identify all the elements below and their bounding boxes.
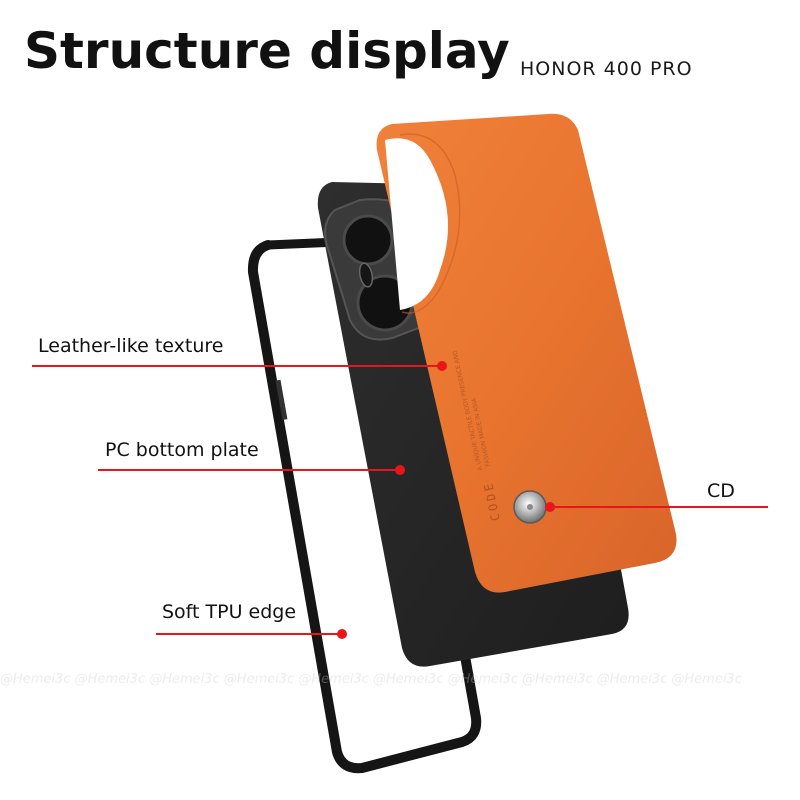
page-title: Structure display — [24, 22, 510, 80]
cd-callout-dot — [545, 502, 555, 512]
model-name: HONOR 400 PRO — [520, 58, 693, 80]
pc-callout-dot — [395, 465, 405, 475]
leather-callout-dot — [437, 361, 447, 371]
cd-label: CD — [707, 480, 735, 502]
leather-texture-label: Leather-like texture — [38, 335, 224, 357]
callout-lines — [32, 361, 768, 639]
tpu-callout-dot — [337, 629, 347, 639]
soft-tpu-edge-label: Soft TPU edge — [162, 601, 297, 623]
watermark: @Hemei3c @Hemei3c @Hemei3c @Hemei3c @Hem… — [0, 672, 742, 687]
leather-back: CODE A UNIQUE TACTILE BODY PRESENCE AND … — [376, 113, 677, 593]
pc-bottom-plate-label: PC bottom plate — [105, 439, 259, 461]
